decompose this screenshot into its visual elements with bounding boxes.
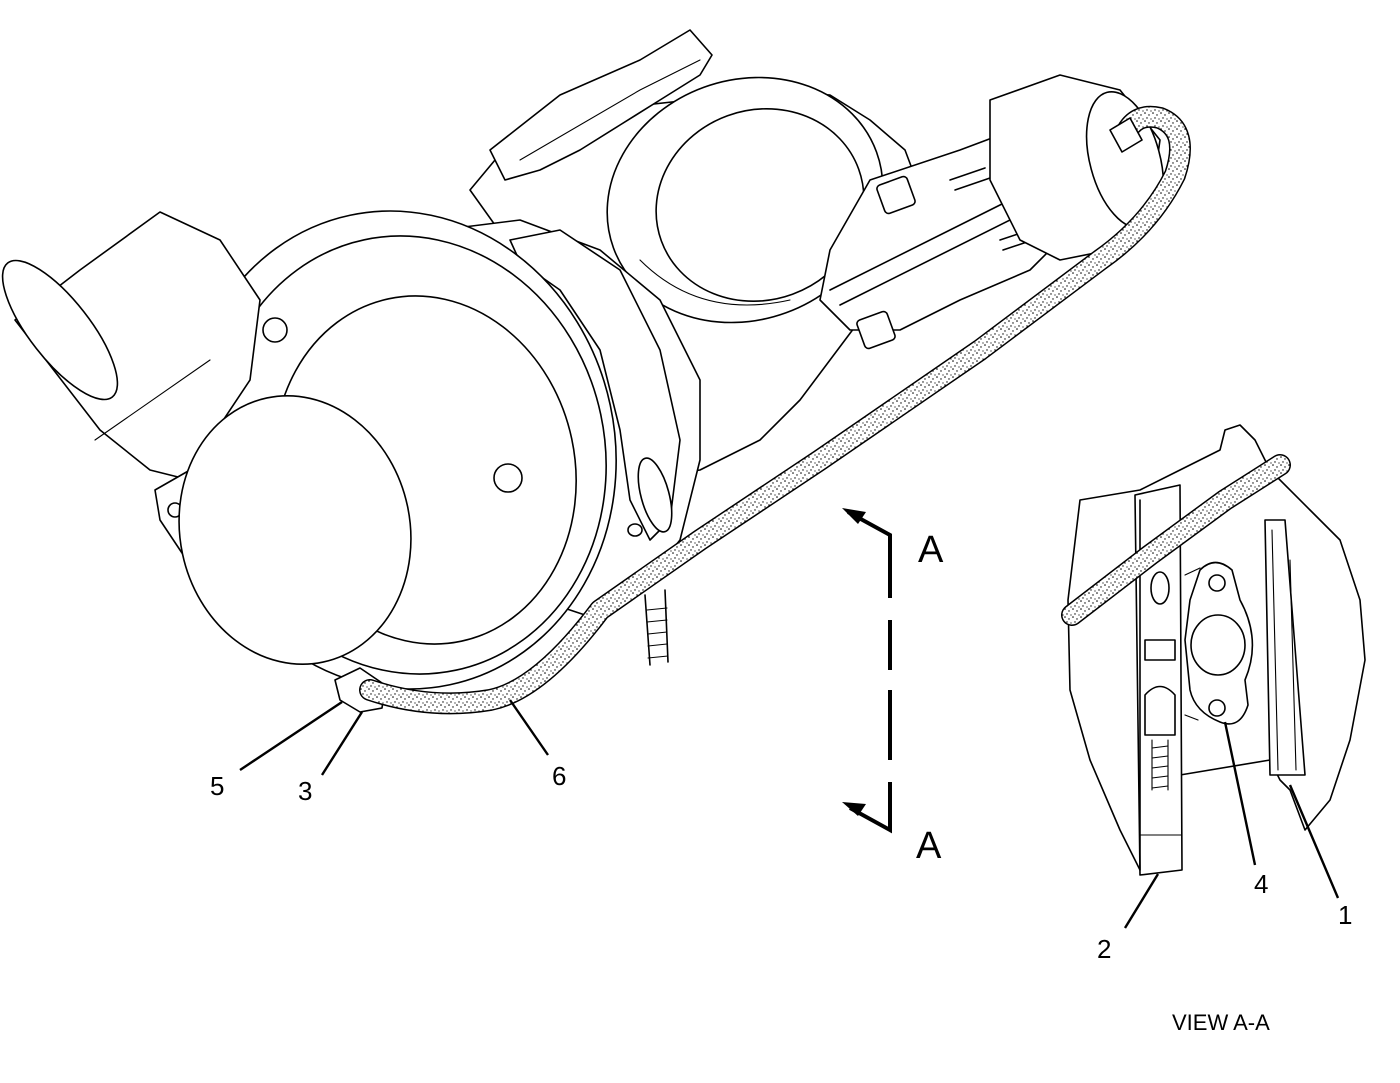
callout-5: 5: [210, 771, 224, 801]
section-arrow-icon: [842, 802, 866, 816]
callout-6: 6: [552, 761, 566, 791]
turbocharger-drawing: [1, 29, 1165, 713]
detail-slot-upper: [1150, 571, 1170, 605]
detail-block: [1144, 639, 1176, 661]
housing-bolt-1: [262, 317, 288, 343]
clamp-slot: [637, 457, 673, 533]
leader-3: [320, 711, 364, 776]
view-label: VIEW A-A: [1172, 1010, 1270, 1035]
section-letter-top: A: [918, 529, 944, 571]
leader-4: [1223, 721, 1257, 866]
section-line-a-a: [842, 508, 892, 834]
compressor-cover: [178, 395, 412, 665]
outlet-flange: [489, 29, 713, 181]
detail-plate: [1134, 484, 1183, 876]
callout-2: 2: [1097, 934, 1111, 964]
detail-tube: [1264, 519, 1306, 776]
leader-1: [1288, 784, 1340, 899]
v-band-clamp: [509, 229, 681, 541]
hose-assembly: [359, 105, 1191, 715]
callout-4: 4: [1254, 869, 1268, 899]
leader-6: [509, 699, 549, 756]
housing-bolt-2: [493, 463, 523, 493]
detail-view-drawing: [1061, 424, 1366, 876]
section-letter-bottom: A: [916, 825, 942, 867]
leader-2: [1123, 873, 1160, 929]
callout-1: 1: [1338, 900, 1352, 930]
bolt-upper: [876, 175, 916, 215]
inlet-elbow: [14, 211, 261, 481]
bolt-lower: [856, 310, 896, 350]
callout-3: 3: [298, 776, 312, 806]
leader-5: [239, 701, 343, 771]
section-arrow-icon: [842, 508, 866, 524]
hose-end-clamp: [1109, 117, 1143, 153]
detail-slot-lower: [1144, 685, 1176, 736]
